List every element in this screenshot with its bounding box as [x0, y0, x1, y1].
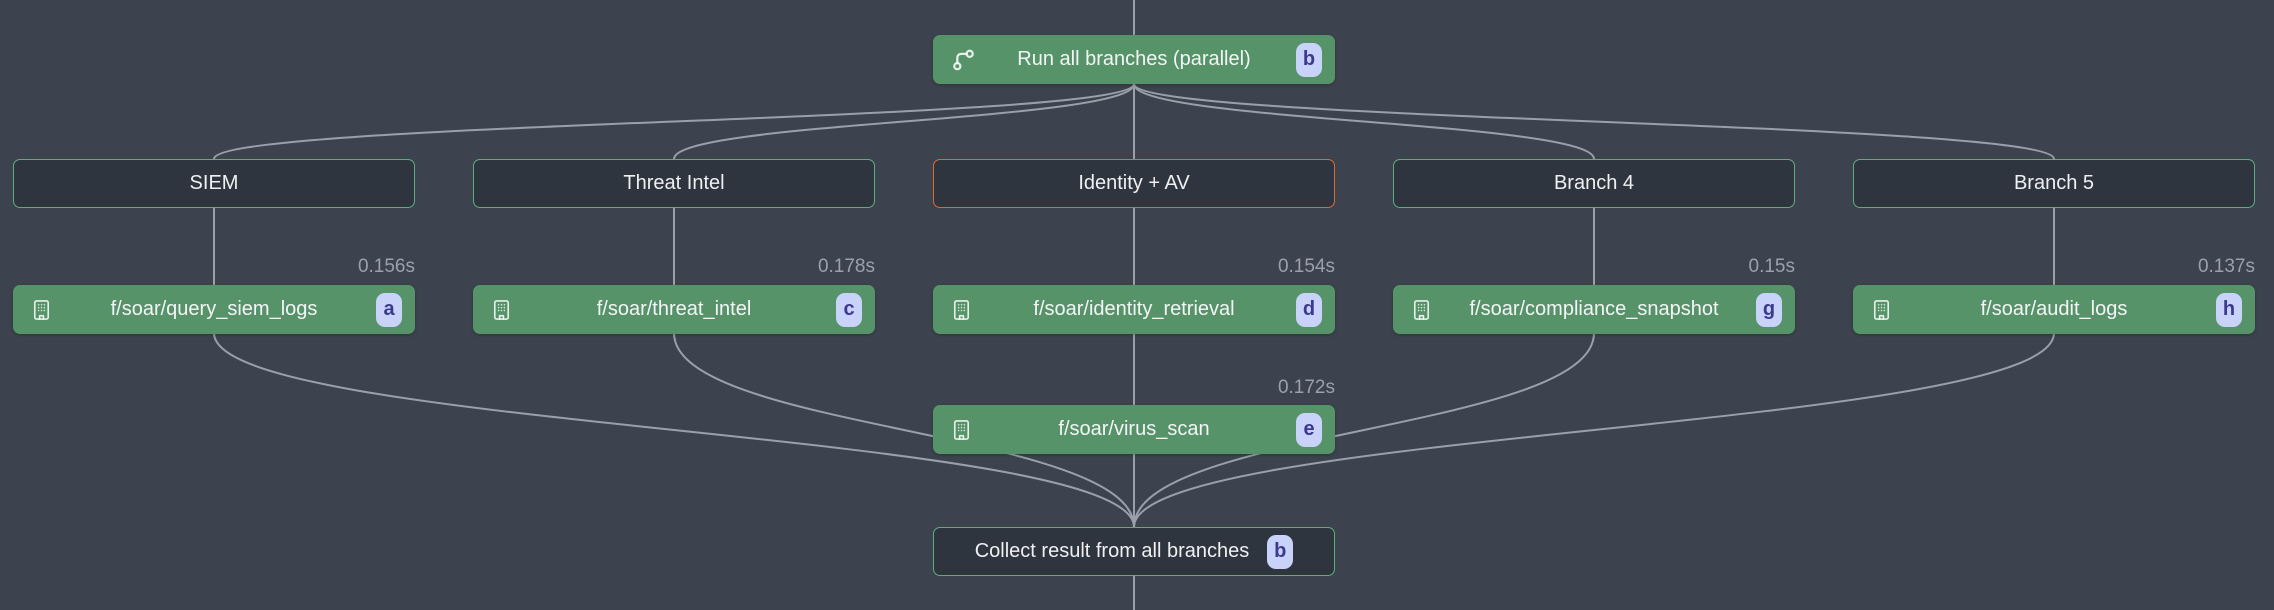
shortcut-badge: h — [2216, 292, 2242, 327]
step-node-threat-intel[interactable]: f/soar/threat_intel c — [473, 285, 875, 334]
step-label: f/soar/virus_scan — [1058, 418, 1210, 440]
step-node-virus-scan[interactable]: f/soar/virus_scan e — [933, 405, 1335, 454]
step-label: f/soar/compliance_snapshot — [1469, 298, 1719, 320]
step-node-compliance-snapshot[interactable]: f/soar/compliance_snapshot g — [1393, 285, 1795, 334]
branch-header-label: SIEM — [189, 172, 239, 194]
node-label: Run all branches (parallel) — [1017, 48, 1251, 70]
step-node-identity-retrieval[interactable]: f/soar/identity_retrieval d — [933, 285, 1335, 334]
shortcut-badge: d — [1296, 292, 1322, 327]
step-label: f/soar/query_siem_logs — [110, 298, 318, 320]
branch-header-threat-intel[interactable]: Threat Intel — [473, 159, 875, 208]
step-label: f/soar/threat_intel — [596, 298, 752, 320]
shortcut-badge: b — [1296, 42, 1322, 77]
step-label: f/soar/audit_logs — [1980, 298, 2128, 320]
step-duration: 0.156s — [357, 256, 415, 277]
building-icon — [1870, 296, 1893, 324]
step-duration: 0.137s — [2197, 256, 2255, 277]
branch-header-identity-av[interactable]: Identity + AV — [933, 159, 1335, 208]
shortcut-badge: c — [836, 292, 862, 327]
building-icon — [30, 296, 53, 324]
step-duration: 0.15s — [1748, 256, 1795, 277]
step-duration: 0.178s — [817, 256, 875, 277]
building-icon — [950, 416, 973, 444]
branch-header-label: Branch 5 — [2013, 172, 2095, 194]
branch-header-label: Branch 4 — [1553, 172, 1635, 194]
branch-header-branch-4[interactable]: Branch 4 — [1393, 159, 1795, 208]
git-branch-icon — [950, 46, 977, 73]
shortcut-badge: e — [1296, 412, 1322, 447]
step-duration: 0.154s — [1277, 256, 1335, 277]
shortcut-badge: b — [1267, 534, 1294, 569]
branch-header-label: Threat Intel — [623, 172, 725, 194]
node-run-all-branches[interactable]: Run all branches (parallel) b — [933, 35, 1335, 84]
step-node-audit-logs[interactable]: f/soar/audit_logs h — [1853, 285, 2255, 334]
node-label: Collect result from all branches — [974, 540, 1250, 562]
shortcut-badge: g — [1756, 292, 1782, 327]
branch-header-siem[interactable]: SIEM — [13, 159, 415, 208]
building-icon — [490, 296, 513, 324]
building-icon — [950, 296, 973, 324]
branch-header-label: Identity + AV — [1078, 172, 1190, 194]
step-label: f/soar/identity_retrieval — [1033, 298, 1235, 320]
step-node-query-siem-logs[interactable]: f/soar/query_siem_logs a — [13, 285, 415, 334]
node-collect-result[interactable]: Collect result from all branches b — [933, 527, 1335, 576]
shortcut-badge: a — [376, 292, 402, 327]
branch-header-branch-5[interactable]: Branch 5 — [1853, 159, 2255, 208]
building-icon — [1410, 296, 1433, 324]
step-duration: 0.172s — [1277, 377, 1335, 398]
